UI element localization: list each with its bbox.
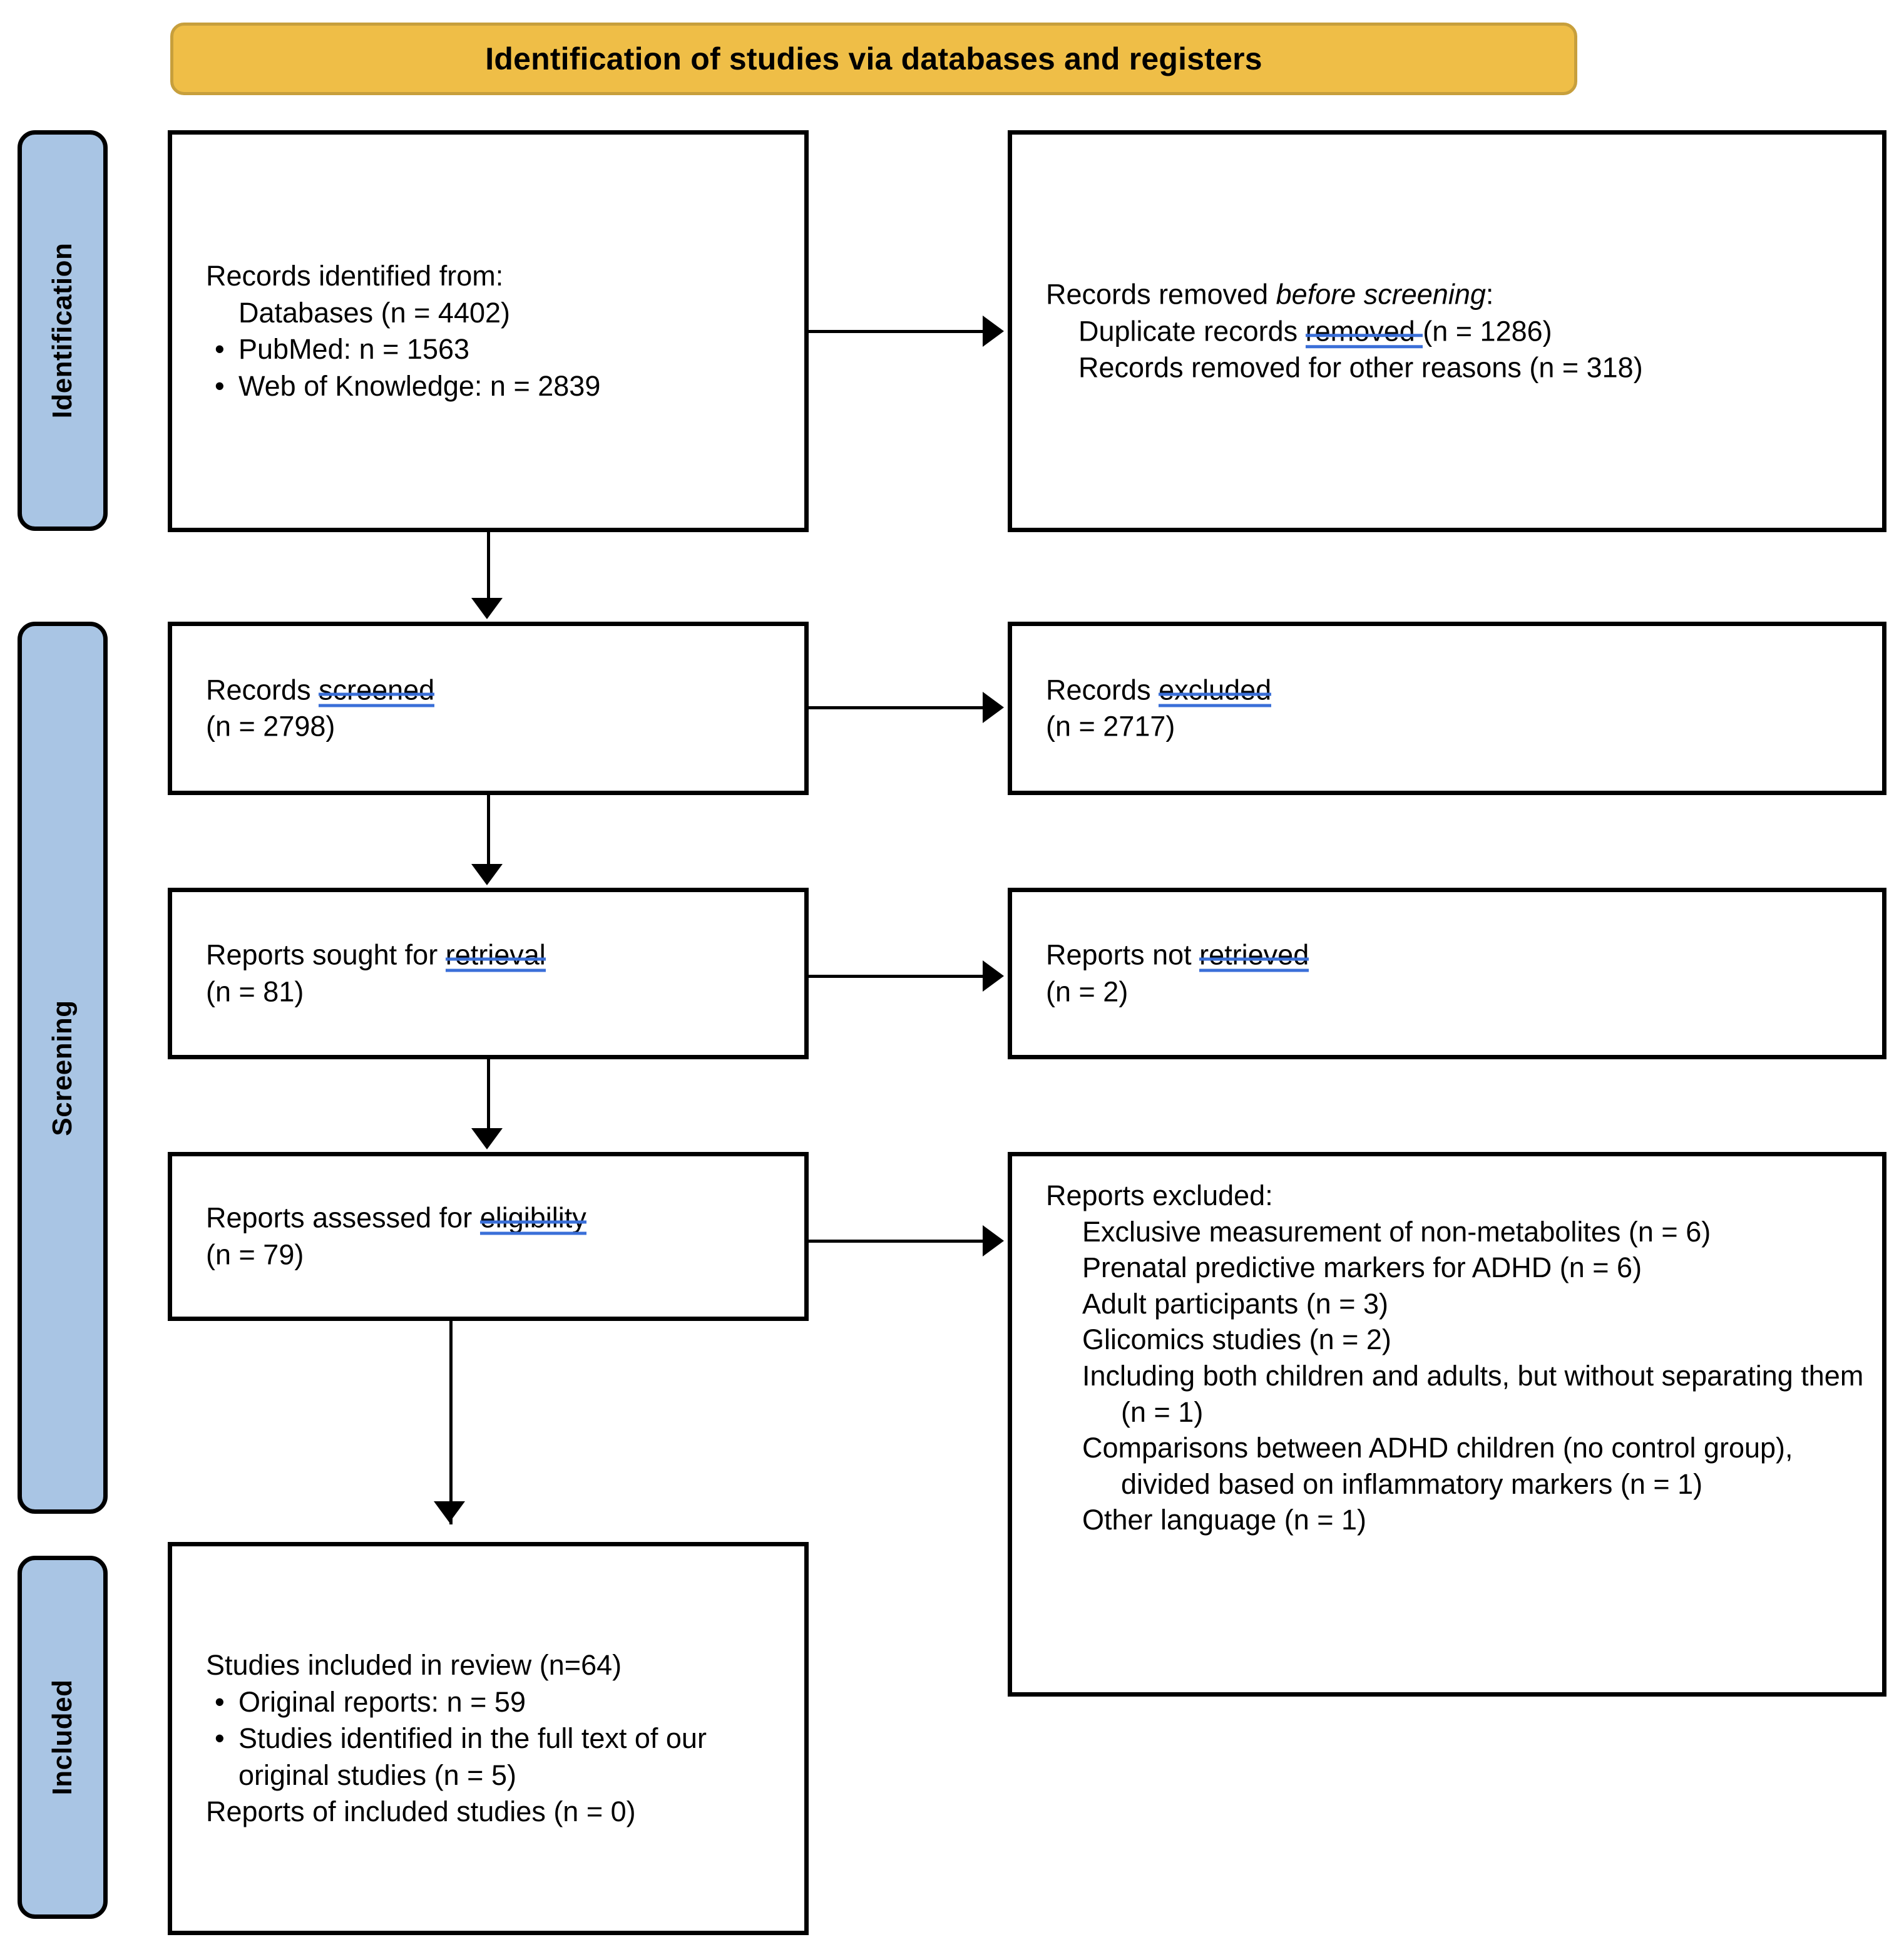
- box-reports-assessed-body: Reports assessed for eligibility (n = 79…: [206, 1200, 791, 1273]
- arrowhead-right-icon: [983, 692, 1004, 723]
- records-removed-duplicates-c: (n = 1286): [1423, 314, 1552, 347]
- records-identified-bullet-pubmed: • PubMed: n = 1563: [206, 331, 791, 368]
- spellcheck-underline-retrieval: retrieval: [445, 938, 546, 971]
- stage-rail-label-screening: Screening: [47, 999, 78, 1136]
- records-removed-heading-colon: :: [1485, 278, 1494, 311]
- arrowhead-right-icon: [983, 1225, 1004, 1256]
- records-removed-other-reasons: Records removed for other reasons (n = 3…: [1078, 351, 1643, 384]
- arrowhead-down-icon: [471, 864, 503, 885]
- records-identified-bullet-pubmed-label: PubMed: n = 1563: [238, 333, 470, 365]
- connector-screened-to-excluded: [809, 706, 990, 709]
- records-removed-duplicates-a: Duplicate records: [1078, 314, 1306, 347]
- records-removed-heading-italic: before screening: [1276, 278, 1486, 311]
- connector-screened-to-sought: [487, 795, 490, 865]
- spellcheck-underline-retrieved: retrieved: [1199, 938, 1309, 971]
- header-banner: Identification of studies via databases …: [170, 23, 1577, 95]
- box-reports-excluded: Reports excluded: Exclusive measurement …: [1008, 1152, 1886, 1697]
- box-records-excluded-body: Records excluded (n = 2717): [1046, 672, 1868, 745]
- box-studies-included-in-review: Studies included in review (n=64) • Origi…: [168, 1542, 809, 1935]
- reports-sought-line1: Reports sought for retrieval: [206, 937, 791, 974]
- reports-assessed-count: (n = 79): [206, 1238, 304, 1270]
- records-identified-bullet-wok: • Web of Knowledge: n = 2839: [206, 368, 791, 405]
- reports-excluded-reason: Glicomics studies (n = 2): [1082, 1323, 1391, 1356]
- box-reports-assessed-for-eligibility: Reports assessed for eligibility (n = 79…: [168, 1152, 809, 1321]
- spellcheck-underline-excluded: excluded: [1159, 674, 1272, 706]
- studies-included-line1: Studies included in review (n=64): [206, 1648, 622, 1681]
- records-identified-bullet-wok-label: Web of Knowledge: n = 2839: [238, 369, 601, 402]
- records-identified-line1: Records identified from:: [206, 260, 504, 292]
- box-records-identified: Records identified from: Databases (n = …: [168, 130, 809, 532]
- box-reports-excluded-body: Reports excluded: Exclusive measurement …: [1046, 1178, 1868, 1538]
- reports-excluded-reason: Including both children and adults, but …: [1082, 1359, 1864, 1428]
- records-excluded-label: Records: [1046, 674, 1159, 706]
- box-records-excluded: Records excluded (n = 2717): [1008, 622, 1886, 795]
- bullet-icon: •: [215, 369, 225, 402]
- reports-not-retrieved-count: (n = 2): [1046, 975, 1129, 1007]
- records-removed-heading: Records removed before screening:: [1046, 276, 1868, 313]
- connector-identified-to-screened: [487, 532, 490, 601]
- reports-excluded-heading: Reports excluded:: [1046, 1179, 1273, 1211]
- stage-rail-screening: Screening: [18, 622, 108, 1514]
- reports-excluded-reason: Other language (n = 1): [1082, 1504, 1367, 1536]
- studies-included-bullet-fulltext: • Studies identified in the full text of …: [206, 1720, 791, 1794]
- reports-not-retrieved-line1: Reports not retrieved: [1046, 937, 1868, 974]
- box-reports-not-retrieved-body: Reports not retrieved (n = 2): [1046, 937, 1868, 1010]
- records-identified-databases: Databases (n = 4402): [238, 296, 511, 329]
- reports-excluded-reason: Adult participants (n = 3): [1082, 1287, 1389, 1320]
- records-screened-line1: Records screened: [206, 672, 791, 709]
- records-screened-count: (n = 2798): [206, 710, 335, 742]
- spellcheck-underline-eligibility: eligibility: [479, 1201, 586, 1234]
- box-records-screened-body: Records screened (n = 2798): [206, 672, 791, 745]
- records-excluded-count: (n = 2717): [1046, 710, 1175, 742]
- arrowhead-right-icon: [983, 960, 1004, 992]
- reports-assessed-line1: Reports assessed for eligibility: [206, 1200, 791, 1237]
- records-excluded-line1: Records excluded: [1046, 672, 1868, 709]
- reports-excluded-reason: Prenatal predictive markers for ADHD (n …: [1082, 1251, 1642, 1284]
- studies-included-reports-count: Reports of included studies (n = 0): [206, 1795, 636, 1827]
- records-removed-heading-a: Records removed: [1046, 278, 1276, 311]
- box-records-removed-body: Records removed before screening: Duplic…: [1046, 276, 1868, 386]
- stage-rail-label-identification: Identification: [47, 242, 78, 419]
- records-screened-label: Records: [206, 674, 319, 706]
- box-reports-sought-body: Reports sought for retrieval (n = 81): [206, 937, 791, 1010]
- box-records-identified-body: Records identified from: Databases (n = …: [206, 258, 791, 404]
- arrowhead-right-icon: [983, 316, 1004, 347]
- reports-excluded-reason: Comparisons between ADHD children (no co…: [1082, 1432, 1793, 1500]
- arrowhead-down-icon: [434, 1501, 465, 1523]
- stage-rail-included: Included: [18, 1556, 108, 1919]
- reports-sought-label: Reports sought for: [206, 938, 446, 971]
- reports-assessed-label: Reports assessed for: [206, 1201, 480, 1234]
- spellcheck-underline-removed: removed: [1305, 314, 1423, 347]
- reports-not-retrieved-label: Reports not: [1046, 938, 1200, 971]
- bullet-icon: •: [215, 1685, 225, 1718]
- box-records-screened: Records screened (n = 2798): [168, 622, 809, 795]
- connector-assessed-to-reports-excluded: [809, 1240, 990, 1243]
- box-reports-not-retrieved: Reports not retrieved (n = 2): [1008, 888, 1886, 1059]
- records-removed-duplicates: Duplicate records removed (n = 1286): [1046, 313, 1868, 350]
- studies-included-bullet-original: • Original reports: n = 59: [206, 1683, 791, 1720]
- bullet-icon: •: [215, 333, 225, 365]
- arrowhead-down-icon: [471, 1128, 503, 1149]
- spellcheck-underline-screened: screened: [319, 674, 435, 706]
- reports-sought-count: (n = 81): [206, 975, 304, 1007]
- studies-included-bullet-fulltext-label: Studies identified in the full text of o…: [238, 1722, 707, 1791]
- box-studies-included-body: Studies included in review (n=64) • Origi…: [206, 1647, 791, 1831]
- stage-rail-label-included: Included: [47, 1679, 78, 1796]
- stage-rail-identification: Identification: [18, 130, 108, 531]
- box-records-removed-before-screening: Records removed before screening: Duplic…: [1008, 130, 1886, 532]
- reports-excluded-reason: Exclusive measurement of non-metabolites…: [1082, 1215, 1711, 1248]
- connector-assessed-to-included: [449, 1321, 453, 1524]
- header-title: Identification of studies via databases …: [485, 41, 1262, 76]
- box-reports-sought-for-retrieval: Reports sought for retrieval (n = 81): [168, 888, 809, 1059]
- connector-identified-to-removed: [809, 330, 990, 333]
- bullet-icon: •: [215, 1722, 225, 1754]
- connector-sought-to-assessed: [487, 1059, 490, 1129]
- arrowhead-down-icon: [471, 598, 503, 619]
- studies-included-bullet-original-label: Original reports: n = 59: [238, 1685, 526, 1718]
- connector-sought-to-not-retrieved: [809, 975, 990, 978]
